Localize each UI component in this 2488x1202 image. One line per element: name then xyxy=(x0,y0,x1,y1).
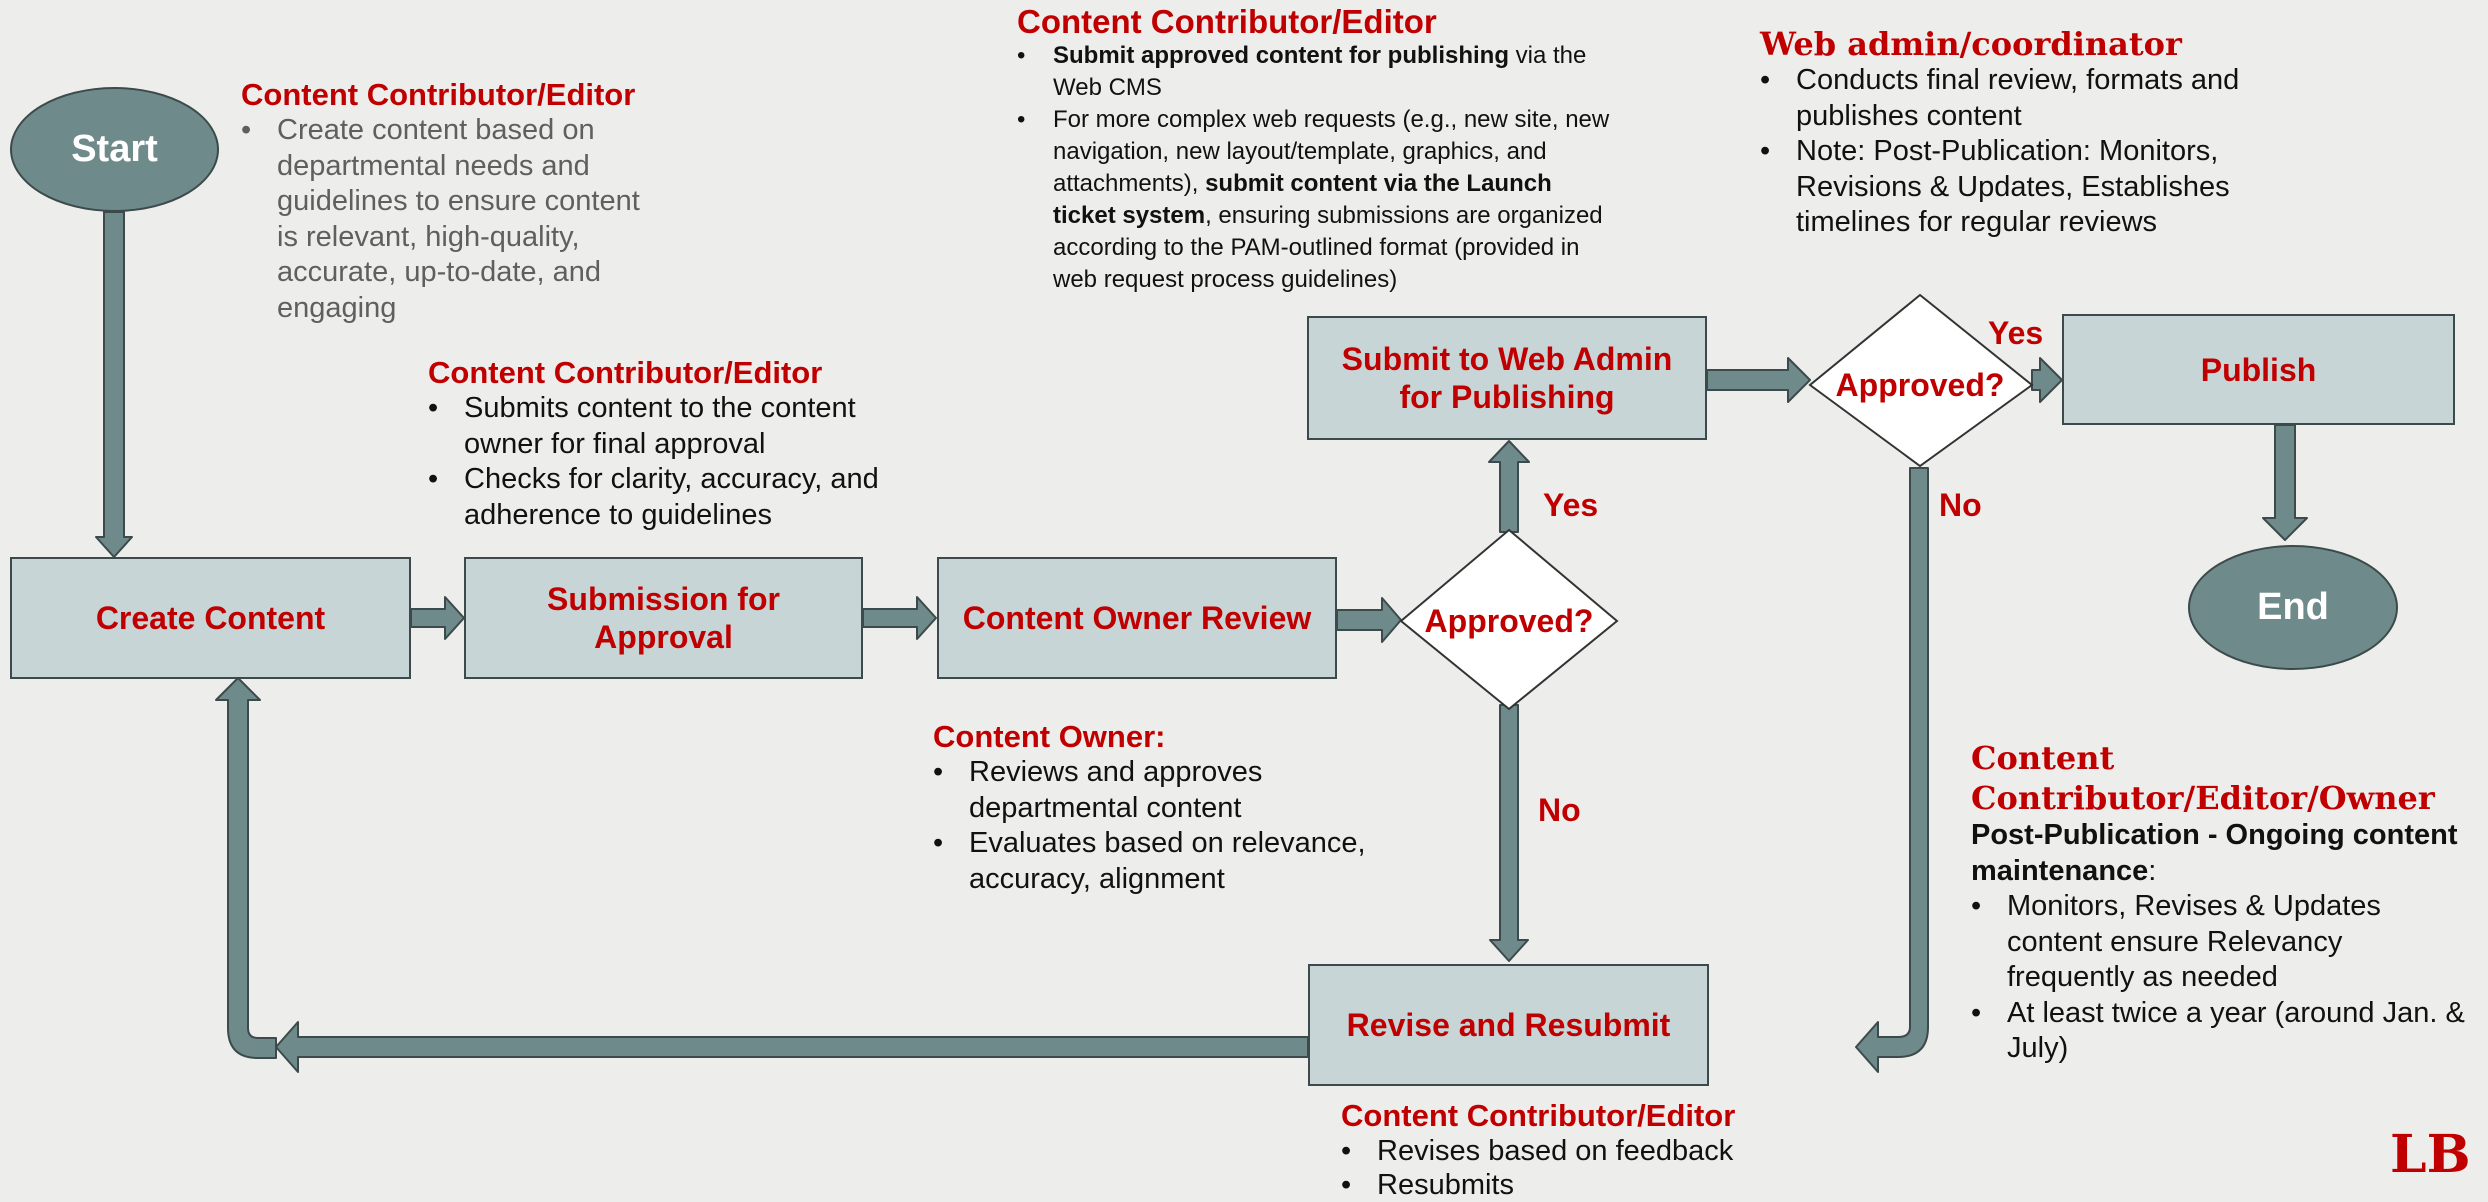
owner-review-box: Content Owner Review xyxy=(937,557,1337,679)
arrow-submission-to-review xyxy=(862,596,937,640)
note-revise-bullet: Resubmits xyxy=(1341,1168,1861,1202)
arrow-review-to-decision1 xyxy=(1336,597,1402,643)
note-create-bullet: Create content based on departmental nee… xyxy=(241,113,661,326)
publish-box: Publish xyxy=(2062,314,2455,425)
arrow-start-to-create xyxy=(95,211,133,558)
note-create-title: Content Contributor/Editor xyxy=(241,77,636,112)
note-submission: Content Contributor/Editor Submits conte… xyxy=(428,354,898,533)
submit-web-admin-box: Submit to Web Admin for Publishing xyxy=(1307,316,1707,440)
note-web-admin-bullet: Note: Post-Publication: Monitors, Revisi… xyxy=(1760,134,2280,241)
decision1-yes-label: Yes xyxy=(1543,487,1599,523)
decision1-no-label: No xyxy=(1538,792,1581,828)
note-owner: Content Owner: Reviews and approves depa… xyxy=(933,718,1403,897)
note-web-submit-b2-bold: submit content via the Launch ticket sys… xyxy=(1053,170,1552,229)
arrow-decision1-no xyxy=(1489,704,1529,962)
note-web-submit-b2-pre: For more complex web requests (e.g., new… xyxy=(1053,106,1610,197)
note-submission-title: Content Contributor/Editor xyxy=(428,355,823,390)
arrow-submitweb-to-decision2 xyxy=(1706,357,1811,403)
submit-web-admin-label: Submit to Web Admin for Publishing xyxy=(1341,341,1673,415)
note-revise-bullet: Revises based on feedback xyxy=(1341,1134,1861,1168)
logo-text: LB xyxy=(2390,1124,2471,1185)
note-post-pub-list: Monitors, Revises & Updates content ensu… xyxy=(1971,889,2476,1067)
submission-label: Submission for Approval xyxy=(547,581,780,655)
decision2-yes-label: Yes xyxy=(1988,315,2044,351)
revise-label: Revise and Resubmit xyxy=(1346,1007,1671,1043)
note-owner-bullet: Evaluates based on relevance, accuracy, … xyxy=(933,826,1403,897)
note-post-pub-subtitle-bold: Post-Publication - Ongoing content maint… xyxy=(1971,819,2458,887)
arrow-publish-to-end xyxy=(2262,424,2308,541)
note-web-submit-list: Submit approved content for publishing v… xyxy=(1017,40,1617,296)
note-revise: Content Contributor/Editor Revises based… xyxy=(1341,1098,1861,1202)
decision1-diamond xyxy=(1399,528,1619,711)
note-submission-list: Submits content to the content owner for… xyxy=(428,391,898,533)
note-post-pub-subtitle: Post-Publication - Ongoing content maint… xyxy=(1971,818,2476,889)
end-node: End xyxy=(2188,545,2398,670)
end-label: End xyxy=(2257,586,2329,628)
note-web-submit-bullet-2: For more complex web requests (e.g., new… xyxy=(1017,104,1617,296)
note-revise-list: Revises based on feedback Resubmits xyxy=(1341,1134,1861,1202)
publish-label: Publish xyxy=(2200,351,2317,388)
note-owner-bullet: Reviews and approves departmental conten… xyxy=(933,755,1403,826)
note-post-publication: Content Contributor/Editor/Owner Post-Pu… xyxy=(1971,738,2476,1067)
note-create: Content Contributor/Editor Create conten… xyxy=(241,76,661,326)
note-post-pub-bullet: At least twice a year (around Jan. & Jul… xyxy=(1971,996,2476,1067)
note-web-admin-bullet: Conducts final review, formats and publi… xyxy=(1760,63,2280,134)
decision1-label: Approved? xyxy=(1424,603,1594,639)
note-owner-title: Content Owner: xyxy=(933,719,1166,754)
note-web-submit-b1-rest: via the Web CMS xyxy=(1053,42,1587,101)
revise-box: Revise and Resubmit xyxy=(1308,964,1709,1086)
arrow-revise-to-create xyxy=(275,1021,1309,1073)
start-label: Start xyxy=(71,128,158,170)
note-owner-list: Reviews and approves departmental conten… xyxy=(933,755,1403,897)
university-logo: LB xyxy=(2390,1124,2471,1185)
arrow-decision1-yes xyxy=(1488,440,1530,533)
note-post-pub-title: Content Contributor/Editor/Owner xyxy=(1971,739,2435,817)
note-post-pub-subtitle-tail: : xyxy=(2148,854,2157,887)
note-web-submit: Content Contributor/Editor Submit approv… xyxy=(1017,3,1617,296)
arrow-decision2-no xyxy=(1855,467,1929,1073)
note-post-pub-bullet: Monitors, Revises & Updates content ensu… xyxy=(1971,889,2476,996)
note-web-submit-bullet-1: Submit approved content for publishing v… xyxy=(1017,40,1617,104)
arrow-create-to-submission xyxy=(410,596,465,640)
create-content-label: Create Content xyxy=(95,600,326,636)
note-web-submit-b1-bold: Submit approved content for publishing xyxy=(1053,42,1509,69)
start-node: Start xyxy=(10,87,219,212)
note-revise-title: Content Contributor/Editor xyxy=(1341,1098,1736,1133)
note-web-submit-title: Content Contributor/Editor xyxy=(1017,3,1437,40)
decision2-label: Approved? xyxy=(1835,367,2005,403)
decision2-no-label: No xyxy=(1939,487,1982,523)
note-web-submit-b2-rest: , ensuring submissions are organized acc… xyxy=(1053,202,1603,293)
note-create-list: Create content based on departmental nee… xyxy=(241,113,661,326)
note-web-admin-list: Conducts final review, formats and publi… xyxy=(1760,63,2280,241)
submission-box: Submission for Approval xyxy=(464,557,863,679)
arrow-decision2-to-publish xyxy=(2031,357,2063,403)
arrow-loop-up xyxy=(215,677,277,1059)
decision2-diamond xyxy=(1808,293,2034,468)
note-web-admin-title: Web admin/coordinator xyxy=(1760,25,2182,63)
owner-review-label: Content Owner Review xyxy=(962,600,1312,636)
note-submission-bullet: Submits content to the content owner for… xyxy=(428,391,898,462)
note-web-admin: Web admin/coordinator Conducts final rev… xyxy=(1760,26,2280,241)
note-submission-bullet: Checks for clarity, accuracy, and adhere… xyxy=(428,462,898,533)
create-content-box: Create Content xyxy=(10,557,411,679)
